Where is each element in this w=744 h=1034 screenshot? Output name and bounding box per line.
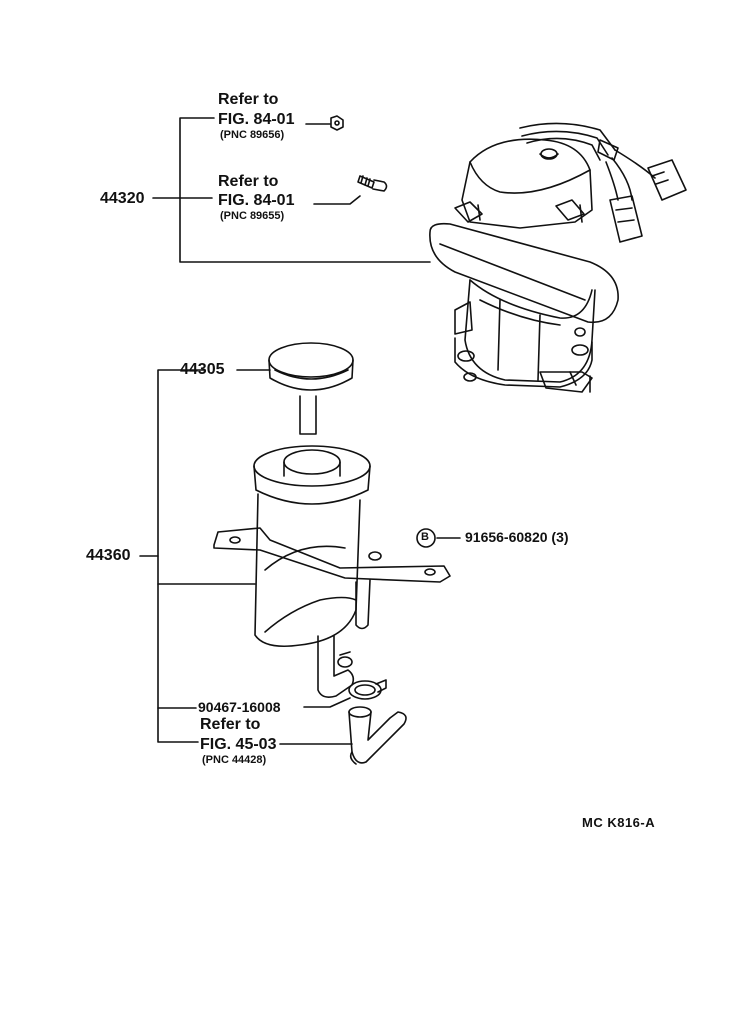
fig-reference-1: FIG. 84-01 <box>218 111 295 128</box>
pnc-reference-1: (PNC 89656) <box>220 129 285 141</box>
fig-reference-3: FIG. 45-03 <box>200 736 277 753</box>
bolt-symbol-circle <box>416 528 436 548</box>
refer-label-3: Refer to <box>200 716 261 733</box>
screw-part <box>357 175 388 192</box>
fig-reference-2: FIG. 84-01 <box>218 192 295 209</box>
part-number-44305: 44305 <box>180 361 225 378</box>
drawing-code: MC K816-A <box>582 815 656 830</box>
part-number-bolt: 91656-60820 (3) <box>465 529 569 545</box>
leader-lines <box>139 117 461 745</box>
refer-label-1: Refer to <box>218 91 279 108</box>
pump-assembly <box>429 122 687 393</box>
pnc-reference-3: (PNC 44428) <box>202 754 267 766</box>
part-number-44320: 44320 <box>100 190 145 207</box>
hose-clamp <box>348 679 387 700</box>
reservoir-tank <box>213 445 451 698</box>
nut-part <box>330 115 344 131</box>
bolt-symbol-letter: B <box>421 531 429 543</box>
refer-label-2: Refer to <box>218 173 279 190</box>
pnc-reference-2: (PNC 89655) <box>220 210 285 222</box>
part-number-44360: 44360 <box>86 547 131 564</box>
hose <box>348 706 407 765</box>
part-number-clamp: 90467-16008 <box>198 699 281 715</box>
reservoir-cap <box>268 342 354 435</box>
